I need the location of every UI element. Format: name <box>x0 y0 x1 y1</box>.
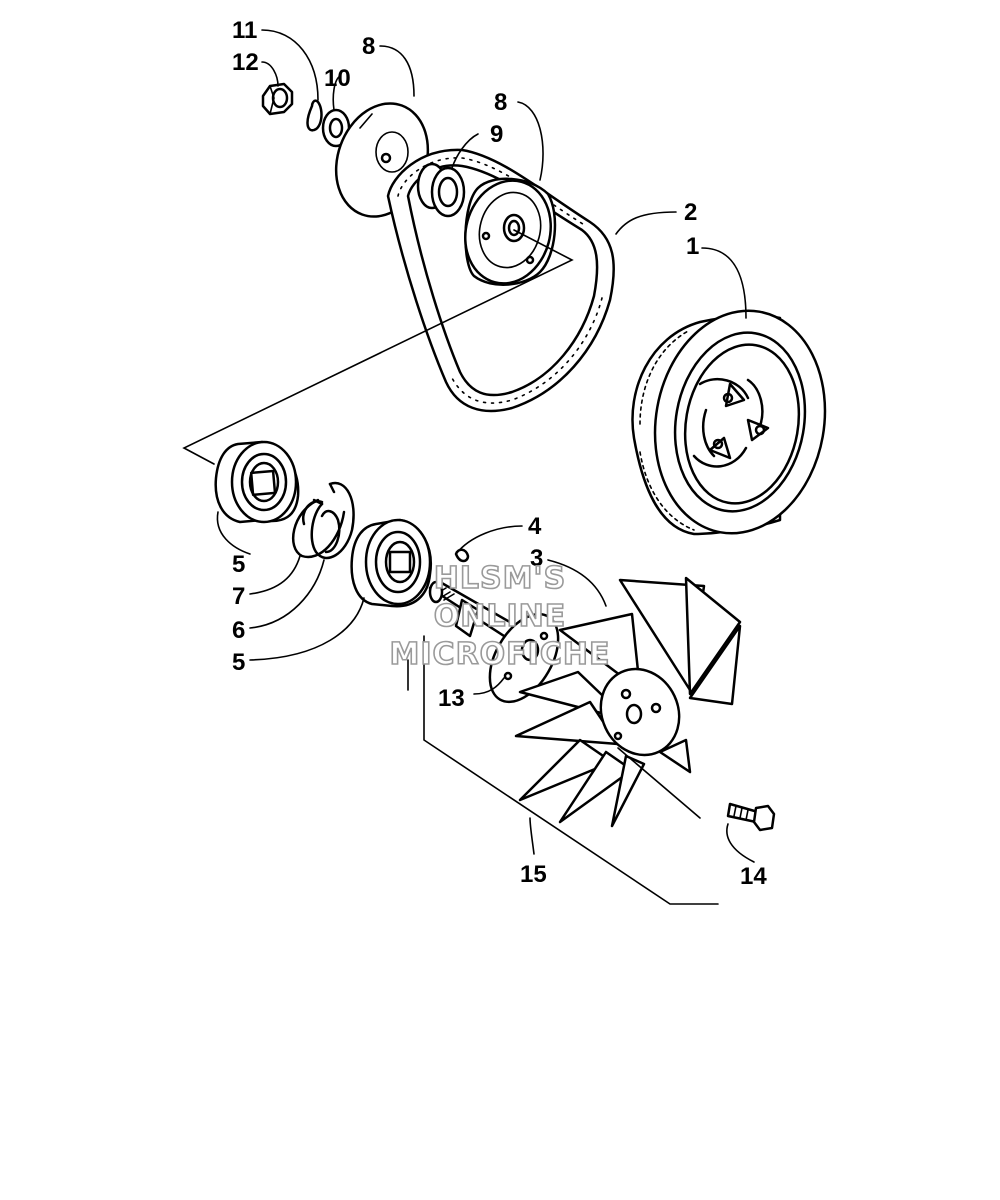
callout-labels: 11 12 8 10 8 9 2 1 4 3 5 7 6 5 13 15 14 <box>232 17 767 890</box>
callout-9: 9 <box>490 121 503 148</box>
callout-13: 13 <box>438 685 465 712</box>
callout-5-upper: 5 <box>232 551 245 578</box>
part-8-pulley-half-inner <box>464 177 557 286</box>
part-3-fan <box>514 576 742 828</box>
part-1-drive-pulley <box>631 309 827 536</box>
leader-1 <box>701 247 747 319</box>
bolt-axis-line <box>617 747 701 819</box>
watermark-line-1: HLSM'S <box>434 561 566 596</box>
leader-3 <box>547 559 607 607</box>
callout-1: 1 <box>686 233 699 260</box>
leader-4 <box>455 525 523 555</box>
leader-2 <box>615 211 677 235</box>
leader-12 <box>261 61 279 87</box>
callout-7: 7 <box>232 583 245 610</box>
leader-15 <box>529 817 535 855</box>
bearing-to-pulley-line <box>182 229 574 465</box>
part-6-snap-ring <box>310 481 355 560</box>
callout-12: 12 <box>232 49 259 76</box>
callout-3: 3 <box>530 545 543 572</box>
leader-11 <box>261 29 319 101</box>
callout-15: 15 <box>520 861 547 888</box>
callout-14: 14 <box>740 863 767 890</box>
leader-5-left <box>216 511 251 555</box>
assembly-reference-lines <box>182 229 719 905</box>
part-11-snap-ring <box>306 99 323 132</box>
leader-5-right <box>249 597 365 661</box>
leader-14 <box>726 823 755 863</box>
shaft-assembly-line <box>423 635 719 905</box>
leader-lines <box>216 29 755 863</box>
part-5-bearing-left <box>214 440 300 524</box>
leader-10 <box>332 75 341 111</box>
leader-8-lower <box>517 101 544 181</box>
leader-6 <box>249 559 325 629</box>
callout-10: 10 <box>324 65 351 92</box>
part-5-bearing-right <box>350 518 432 608</box>
callout-4: 4 <box>528 513 542 540</box>
leader-9 <box>451 133 479 169</box>
watermark-line-2: ONLINE <box>434 599 567 634</box>
callout-8-lower: 8 <box>494 89 507 116</box>
part-12-hex-nut <box>261 82 294 116</box>
callout-6: 6 <box>232 617 245 644</box>
callout-5-lower: 5 <box>232 649 245 676</box>
callout-11: 11 <box>232 17 257 44</box>
leader-7 <box>249 555 301 595</box>
callout-8-upper: 8 <box>362 33 375 60</box>
part-9-spacer <box>416 162 466 218</box>
part-14-bolt <box>726 802 776 832</box>
leader-8-upper <box>379 45 415 97</box>
callout-2: 2 <box>684 199 697 226</box>
leader-13 <box>473 677 505 695</box>
watermark: HLSM'S ONLINE MICROFICHE <box>389 560 611 673</box>
part-13-hub-plate <box>488 612 560 704</box>
watermark-line-3: MICROFICHE <box>390 637 611 672</box>
